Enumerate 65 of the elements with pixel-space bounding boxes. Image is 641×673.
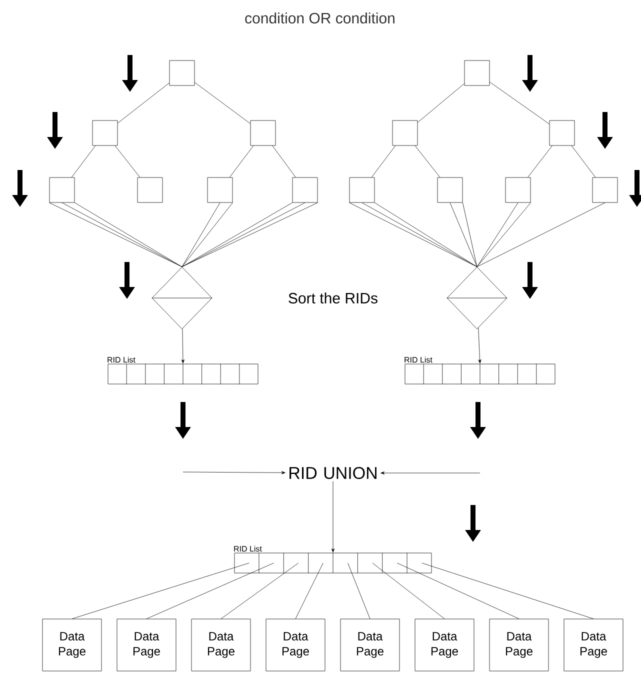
connector-line bbox=[331, 481, 335, 552]
connector-line bbox=[490, 82, 550, 124]
index-page-box bbox=[49, 177, 75, 203]
sort-diamond bbox=[446, 266, 508, 330]
rid-list-bar bbox=[108, 364, 258, 384]
rid-list-bar bbox=[234, 552, 432, 574]
connector-line bbox=[476, 202, 518, 267]
index-page-box bbox=[549, 120, 575, 146]
connector-line bbox=[476, 202, 606, 267]
connector-line bbox=[571, 146, 596, 178]
connector-line bbox=[182, 471, 286, 474]
rid-list-label: RID List bbox=[234, 546, 262, 552]
data-page-box: Data Page bbox=[42, 618, 102, 672]
title: condition OR condition bbox=[245, 12, 394, 24]
index-page-box bbox=[592, 177, 618, 203]
data-page-box: Data Page bbox=[564, 618, 624, 672]
connector-line bbox=[220, 562, 299, 619]
index-page-box bbox=[137, 177, 163, 203]
data-page-box: Data Page bbox=[191, 618, 251, 672]
connector-line bbox=[272, 146, 296, 178]
rid-list-label: RID List bbox=[404, 356, 432, 363]
connector-line bbox=[528, 146, 552, 178]
data-page-box: Data Page bbox=[489, 618, 549, 672]
connector-line bbox=[182, 202, 233, 267]
index-page-box bbox=[505, 177, 531, 203]
connector-line bbox=[418, 83, 464, 123]
connector-line bbox=[182, 202, 220, 267]
connector-line bbox=[396, 562, 520, 619]
connector-line bbox=[71, 146, 96, 178]
connector-line bbox=[372, 562, 445, 619]
index-page-box bbox=[207, 177, 233, 203]
operation-label: RID UNION bbox=[290, 466, 376, 480]
sort-diamond bbox=[152, 266, 212, 330]
connector-line bbox=[371, 146, 396, 178]
data-page-box: Data Page bbox=[414, 618, 474, 672]
connector-line bbox=[422, 562, 594, 619]
index-page-box bbox=[392, 120, 418, 146]
index-page-box bbox=[437, 177, 463, 203]
index-page-box bbox=[292, 177, 318, 203]
index-page-box bbox=[349, 177, 375, 203]
connector-line bbox=[348, 562, 370, 619]
data-page-box: Data Page bbox=[340, 618, 400, 672]
connector-line bbox=[194, 82, 250, 124]
connector-line bbox=[295, 562, 324, 619]
rid-list-label: RID List bbox=[108, 356, 136, 363]
connector-line bbox=[229, 146, 254, 178]
connector-line bbox=[450, 202, 478, 267]
connector-line bbox=[414, 146, 440, 178]
rid-list-bar bbox=[404, 364, 556, 384]
index-page-box bbox=[464, 60, 490, 86]
connector-line bbox=[476, 202, 531, 267]
index-page-box bbox=[92, 120, 118, 146]
connector-line bbox=[72, 562, 250, 619]
connector-line bbox=[462, 202, 478, 267]
data-page-box: Data Page bbox=[116, 618, 176, 672]
connector-line bbox=[181, 328, 184, 364]
index-page-box bbox=[169, 60, 195, 86]
connector-line bbox=[118, 82, 170, 124]
connector-line bbox=[146, 562, 274, 619]
connector-line bbox=[478, 328, 482, 364]
connector-line bbox=[114, 146, 140, 178]
step-label: Sort the RIDs bbox=[288, 292, 378, 304]
data-page-box: Data Page bbox=[266, 618, 326, 672]
connector-line bbox=[380, 471, 480, 475]
index-page-box bbox=[250, 120, 276, 146]
